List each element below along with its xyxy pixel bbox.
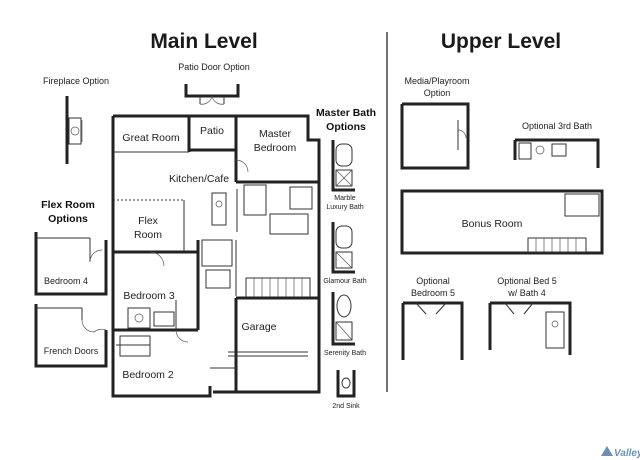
bonus-room-label: Bonus Room bbox=[462, 218, 523, 230]
marble-luxury-bath-label-line1: Marble bbox=[334, 195, 356, 202]
patio-door-option-diagram bbox=[184, 84, 240, 105]
glamour-bath-label: Glamour Bath bbox=[323, 278, 366, 285]
serenity-bath-diagram bbox=[331, 292, 355, 346]
bedroom-4-option-diagram bbox=[34, 232, 108, 296]
glamour-bath-diagram bbox=[331, 222, 355, 274]
media-playroom-label-line2: Option bbox=[424, 88, 451, 98]
stairs bbox=[245, 277, 311, 299]
master-bedroom-label-line2: Bedroom bbox=[254, 142, 297, 154]
flex-options-title-line2: Options bbox=[48, 213, 88, 225]
second-sink-label: 2nd Sink bbox=[332, 403, 360, 410]
bedroom-2-label: Bedroom 2 bbox=[122, 369, 174, 381]
patio-label: Patio bbox=[200, 125, 224, 137]
media-playroom-diagram bbox=[400, 102, 470, 170]
kitchen-label: Kitchen/Cafe bbox=[169, 173, 229, 185]
french-doors-option-diagram bbox=[34, 304, 108, 368]
master-bedroom-label-line1: Master bbox=[259, 128, 292, 140]
upper-level-heading: Upper Level bbox=[441, 30, 561, 53]
french-doors-option-label: French Doors bbox=[44, 346, 99, 356]
main-level-plan bbox=[111, 114, 321, 398]
optional-bed-5-bath-4-diagram bbox=[488, 301, 572, 355]
fireplace-option-diagram bbox=[65, 96, 83, 164]
optional-3rd-bath-diagram bbox=[513, 138, 600, 168]
great-room-label: Great Room bbox=[122, 132, 179, 144]
optional-3rd-bath-label: Optional 3rd Bath bbox=[522, 121, 592, 131]
serenity-bath-label: Serenity Bath bbox=[324, 350, 366, 357]
valley-logo-watermark: Valley bbox=[601, 446, 640, 459]
optional-bed-5-bath-4-label-line2: w/ Bath 4 bbox=[507, 288, 546, 298]
second-sink-diagram bbox=[336, 370, 356, 398]
optional-bed-5-bath-4-label-line1: Optional Bed 5 bbox=[497, 276, 557, 286]
marble-luxury-bath-diagram bbox=[331, 140, 355, 192]
flex-room-label-line1: Flex bbox=[138, 215, 159, 227]
bedroom-4-option-label: Bedroom 4 bbox=[44, 276, 88, 286]
master-bath-options-title-line2: Options bbox=[326, 121, 366, 133]
master-bath-options-title-line1: Master Bath bbox=[316, 107, 376, 119]
marble-luxury-bath-label-line2: Luxury Bath bbox=[326, 204, 363, 211]
media-playroom-label-line1: Media/Playroom bbox=[404, 76, 469, 86]
patio-door-option-label: Patio Door Option bbox=[178, 62, 250, 72]
bedroom-3-label: Bedroom 3 bbox=[123, 290, 175, 302]
flex-options-title-line1: Flex Room bbox=[41, 199, 95, 211]
optional-bedroom-5-label-line2: Bedroom 5 bbox=[411, 288, 455, 298]
main-level-heading: Main Level bbox=[150, 30, 257, 53]
bonus-room-diagram bbox=[400, 189, 604, 255]
valley-logo-text: Valley bbox=[614, 448, 640, 459]
flex-room-label-line2: Room bbox=[134, 229, 162, 241]
optional-bedroom-5-label-line1: Optional bbox=[416, 276, 450, 286]
garage-label: Garage bbox=[241, 321, 276, 333]
fireplace-option-label: Fireplace Option bbox=[43, 76, 109, 86]
optional-bedroom-5-diagram bbox=[401, 301, 464, 360]
